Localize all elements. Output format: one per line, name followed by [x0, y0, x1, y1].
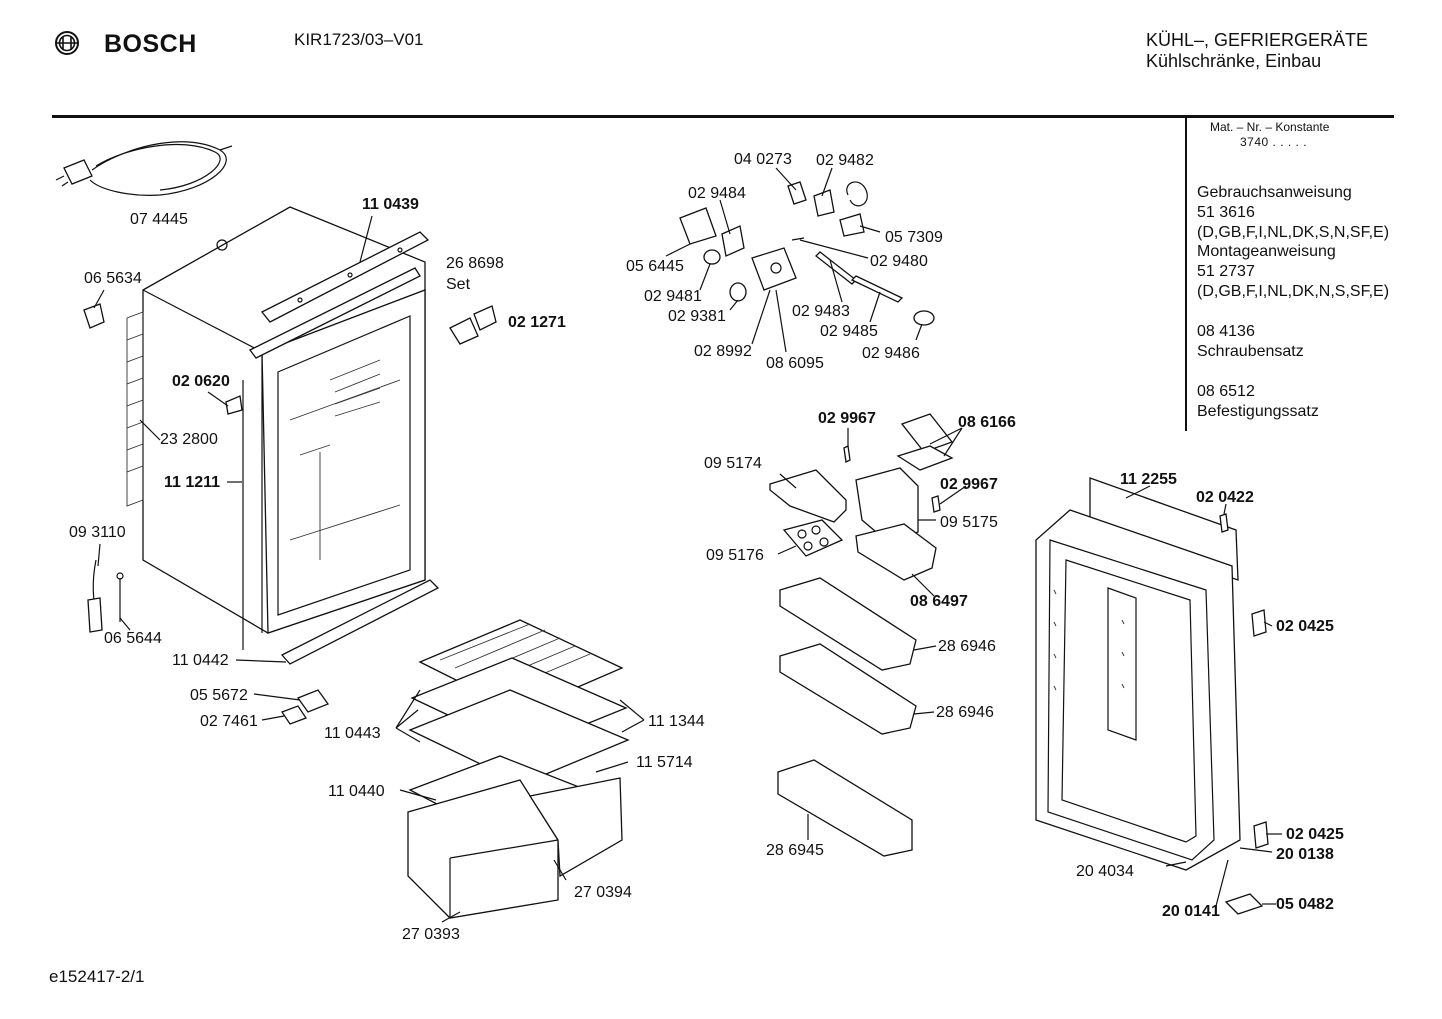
part-label: 26 8698 — [446, 255, 504, 272]
part-label: 06 5644 — [104, 630, 162, 647]
fridge-cabinet — [126, 206, 426, 650]
part-label: 08 6497 — [910, 593, 968, 610]
top-trim-strip — [249, 231, 430, 359]
part-label: 23 2800 — [160, 431, 218, 448]
part-label: 05 7309 — [885, 229, 943, 246]
part-label: 09 3110 — [69, 524, 126, 541]
part-label: 27 0394 — [574, 884, 632, 901]
part-label: 11 0443 — [324, 725, 381, 742]
part-label: 28 6945 — [766, 842, 824, 859]
doc-user-manual-languages: (D,GB,F,I,NL,DK,S,N,SF,E) — [1197, 224, 1390, 241]
sidebar-divider — [1185, 117, 1187, 431]
part-label: 05 6445 — [626, 258, 684, 275]
part-label: 20 4034 — [1076, 863, 1134, 880]
part-label: 02 9484 — [688, 185, 746, 202]
part-label: 11 0442 — [172, 652, 229, 669]
doc-user-manual-number: 51 3616 — [1197, 204, 1255, 221]
material-number-value: 3740 . . . . . — [1240, 135, 1308, 149]
part-label: 02 9967 — [940, 476, 998, 493]
part-label: 02 9480 — [870, 253, 928, 270]
part-label: 11 0439 — [362, 196, 419, 213]
part-label: 20 0141 — [1162, 903, 1220, 920]
part-label: 02 0620 — [172, 373, 230, 390]
part-label: 11 0440 — [328, 783, 385, 800]
hinge-cover — [281, 705, 307, 725]
part-label: 08 6166 — [958, 414, 1016, 431]
part-label: 28 6946 — [938, 638, 996, 655]
part-label: 05 5672 — [190, 687, 248, 704]
header-divider — [52, 115, 1394, 118]
bottom-trim-strip — [280, 579, 440, 665]
part-label: 04 0273 — [734, 151, 792, 168]
part-label: 02 9486 — [862, 345, 920, 362]
part-label: 11 5714 — [636, 754, 693, 771]
category-subtitle: Kühlschränke, Einbau — [1146, 51, 1322, 71]
hinge-bracket — [296, 689, 330, 713]
part-label: 20 0138 — [1276, 846, 1334, 863]
part-label: 09 5176 — [706, 547, 764, 564]
part-label: 02 8992 — [694, 343, 752, 360]
doc-screw-set-title: Schraubensatz — [1197, 343, 1304, 360]
power-cord — [55, 141, 233, 196]
part-label: 05 0482 — [1276, 896, 1334, 913]
part-label: 02 7461 — [200, 713, 258, 730]
fridge-door — [1035, 477, 1269, 915]
part-label: 02 0425 — [1286, 826, 1344, 843]
part-label: 02 9481 — [644, 288, 702, 305]
part-label: 02 0422 — [1196, 489, 1254, 506]
doc-installation-languages: (D,GB,F,I,NL,DK,N,S,SF,E) — [1197, 283, 1390, 300]
hinge-set — [449, 305, 497, 345]
part-label: 06 5634 — [84, 270, 142, 287]
part-label: 07 4445 — [130, 211, 188, 228]
door-compartments — [769, 413, 954, 581]
temperature-sensor — [87, 559, 124, 633]
part-label: 02 9381 — [668, 308, 726, 325]
bosch-armature-icon — [55, 31, 79, 55]
doc-installation-title: Montageanweisung — [1197, 243, 1336, 260]
doc-user-manual-title: Gebrauchsanweisung — [1197, 184, 1352, 201]
part-label: 11 1211 — [164, 474, 220, 491]
part-label: 28 6946 — [936, 704, 994, 721]
part-label: 11 1344 — [648, 713, 705, 730]
part-label: 02 9482 — [816, 152, 874, 169]
leader-lines — [93, 167, 1282, 923]
diagram-reference-code: e152417-2/1 — [49, 967, 145, 986]
part-label: 02 9483 — [792, 303, 850, 320]
part-label: 11 2255 — [1120, 471, 1177, 488]
part-label: 09 5175 — [940, 514, 998, 531]
material-number-label: Mat. – Nr. – Konstante — [1210, 120, 1330, 134]
thermostat-assembly — [679, 181, 935, 326]
part-label: 02 1271 — [508, 314, 566, 331]
part-label: 08 6095 — [766, 355, 824, 372]
bosch-logo: BOSCH — [54, 30, 204, 60]
doc-mounting-set-title: Befestigungssatz — [1197, 403, 1319, 420]
door-shelves — [777, 577, 917, 857]
doc-screw-set-number: 08 4136 — [1197, 323, 1255, 340]
model-number: KIR1723/03–V01 — [294, 30, 424, 49]
doc-mounting-set-number: 08 6512 — [1197, 383, 1255, 400]
part-label: 27 0393 — [402, 926, 460, 943]
crisper-drawers — [407, 777, 623, 919]
brand-name: BOSCH — [104, 30, 197, 58]
screw-part — [225, 395, 243, 415]
part-label: 09 5174 — [704, 455, 762, 472]
part-label: 02 0425 — [1276, 618, 1334, 635]
part-label: 02 9967 — [818, 410, 876, 427]
category-title: KÜHL–, GEFRIERGERÄTE — [1146, 30, 1369, 50]
doc-installation-number: 51 2737 — [1197, 263, 1255, 280]
part-label: Set — [446, 276, 471, 293]
part-label: 02 9485 — [820, 323, 878, 340]
